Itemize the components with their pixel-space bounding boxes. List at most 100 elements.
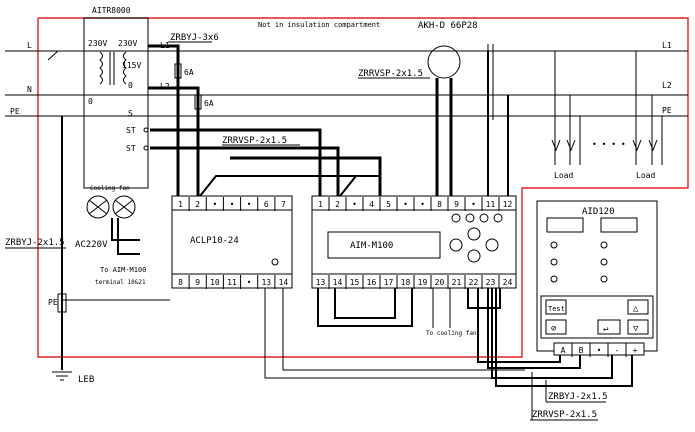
aim-bottom-terminal-7: 20	[435, 278, 445, 287]
aclp-top-terminal-6: 7	[281, 200, 286, 209]
aid-name: AID120	[582, 207, 615, 217]
bus-l1-label: L1	[662, 41, 672, 50]
aclp-bottom-terminal-6: 14	[279, 278, 289, 287]
svg-text:↵: ↵	[603, 324, 608, 334]
svg-text:ST: ST	[126, 126, 136, 135]
cable-zrbyj-bottom: ZRBYJ-2x1.5	[548, 392, 608, 402]
svg-text:ST: ST	[126, 144, 136, 153]
aid-leds	[550, 241, 608, 283]
compartment-title: Not in insulation compartment	[258, 21, 380, 29]
aim-bottom-terminal-6: 19	[418, 278, 428, 287]
aim-top-terminal-0: 1	[318, 200, 323, 209]
transformer-box	[83, 17, 149, 189]
aim-name: AIM-M100	[350, 241, 393, 251]
bus-pe-right-label: PE	[662, 106, 672, 115]
aim-bottom-terminal-5: 18	[401, 278, 411, 287]
aid-up-button[interactable]	[627, 299, 649, 315]
aclp-bottom-terminal-4: •	[247, 278, 252, 287]
svg-text:△: △	[633, 304, 639, 314]
aid-terminal-0: A	[561, 346, 566, 355]
svg-text:0: 0	[88, 97, 93, 106]
leb-label: LEB	[78, 375, 94, 385]
aid-display-left	[546, 217, 584, 233]
transformer-name: AITR8000	[92, 6, 131, 15]
aim-display	[327, 231, 441, 259]
aim-top-terminal-3: 4	[369, 200, 374, 209]
aclp-name: ACLP10-24	[190, 236, 239, 246]
fan-ac-label: AC220V	[75, 240, 108, 250]
aid-enter-button[interactable]	[597, 319, 621, 335]
cable-zrbyj-3x6: ZRBYJ-3x6	[170, 33, 219, 43]
aim-fan-note: To cooling fan	[426, 330, 477, 337]
aid-mute-button[interactable]	[545, 319, 567, 335]
load-label-right: Load	[636, 171, 655, 180]
aclp-bottom-terminal-3: 11	[227, 278, 237, 287]
aim-module	[311, 195, 517, 289]
svg-text:230V: 230V	[88, 39, 107, 48]
fan-term-label-2: terminal 10&21	[95, 279, 146, 286]
aid-terminal-3: -	[615, 346, 620, 355]
aclp-top-terminal-2: •	[212, 200, 217, 209]
svg-text:230V: 230V	[118, 39, 137, 48]
svg-text:6A: 6A	[184, 68, 194, 77]
fan-icon-1	[86, 195, 110, 219]
aclp-top-terminal-4: •	[247, 200, 252, 209]
current-sensor	[427, 45, 461, 79]
bus-n: N	[5, 85, 688, 96]
aclp-bottom-terminal-1: 9	[195, 278, 200, 287]
aim-top-terminal-2: •	[352, 200, 357, 209]
bus-pe: PE	[5, 107, 688, 117]
svg-text:Test: Test	[548, 305, 565, 313]
sensor-name: AKH-D 66P28	[418, 21, 478, 31]
aid-down-button[interactable]	[627, 319, 649, 335]
svg-text:▽: ▽	[633, 324, 639, 334]
aclp-bottom-terminal-0: 8	[178, 278, 183, 287]
aclp-top-terminal-0: 1	[178, 200, 183, 209]
aid-terminal-4: +	[633, 346, 638, 355]
aid-test-button[interactable]	[545, 299, 567, 315]
aclp-top-terminal-1: 2	[195, 200, 200, 209]
svg-text:⊘: ⊘	[551, 324, 556, 334]
svg-text:S: S	[128, 109, 133, 118]
aim-bottom-terminal-0: 13	[316, 278, 326, 287]
svg-text:L: L	[27, 41, 32, 50]
aim-top-terminal-10: 11	[486, 200, 496, 209]
aim-indicator-leds	[451, 213, 503, 223]
fan-icon-2	[112, 195, 136, 219]
insulation-compartment-border	[37, 17, 689, 358]
aim-bottom-terminal-3: 16	[367, 278, 377, 287]
aim-top-terminal-11: 12	[503, 200, 513, 209]
svg-text:115V: 115V	[122, 61, 141, 70]
cable-zrrvsp-bottom: ZRRVSP-2x1.5	[532, 410, 597, 420]
cable-zrrvsp-mid: ZRRVSP-2x1.5	[222, 136, 287, 146]
aclp-bottom-terminal-5: 13	[261, 278, 271, 287]
bus-l: L	[5, 41, 688, 61]
fan-label: Cooling fan	[90, 185, 130, 192]
aim-top-terminal-1: 2	[335, 200, 340, 209]
cable-zrrvsp-top: ZRRVSP-2x1.5	[358, 69, 423, 79]
svg-text:PE: PE	[10, 107, 20, 116]
aclp-module	[171, 195, 293, 289]
aim-top-terminal-4: 5	[386, 200, 391, 209]
load-label-left: Load	[554, 171, 573, 180]
aim-bottom-terminal-9: 22	[469, 278, 479, 287]
transformer-coil-icon	[99, 51, 127, 85]
aim-top-terminal-8: 9	[454, 200, 459, 209]
aim-bottom-terminal-2: 15	[350, 278, 360, 287]
load-dots: • • • •	[592, 140, 626, 149]
aim-bottom-terminal-8: 21	[452, 278, 462, 287]
svg-text:0: 0	[128, 81, 133, 90]
aim-bottom-terminal-11: 24	[503, 278, 513, 287]
aim-top-terminal-5: •	[403, 200, 408, 209]
aclp-top-terminal-3: •	[230, 200, 235, 209]
aim-top-terminal-6: •	[420, 200, 425, 209]
aim-buttons	[449, 227, 499, 263]
aid-terminal-1: B	[579, 346, 584, 355]
load-branches	[551, 51, 663, 165]
